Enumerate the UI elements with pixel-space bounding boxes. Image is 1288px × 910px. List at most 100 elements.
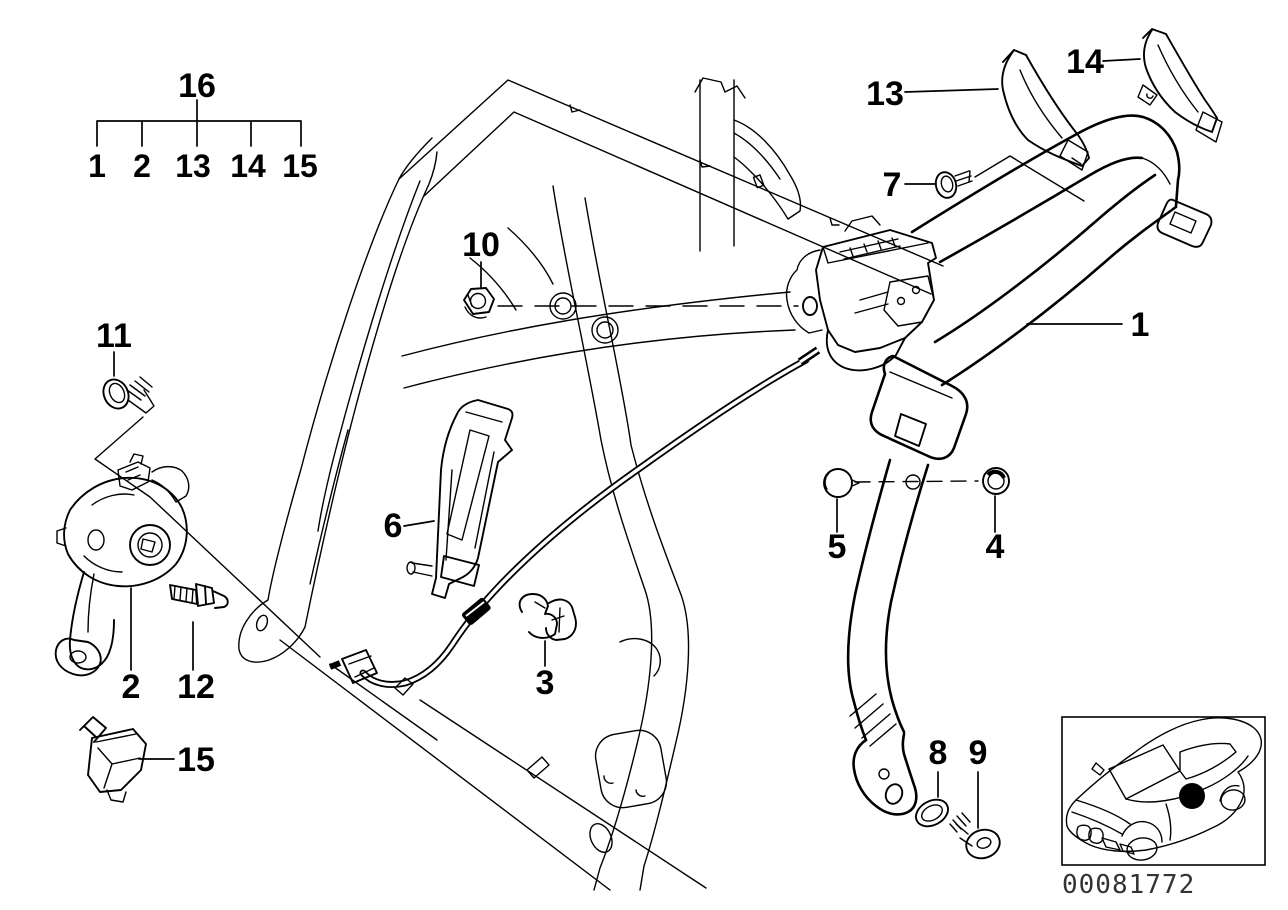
- belt-loop-end-slot: [1169, 211, 1197, 234]
- callout-16[interactable]: 16: [178, 67, 216, 105]
- screw7-threads: [954, 170, 973, 187]
- callout-6[interactable]: 6: [384, 507, 403, 545]
- callout-8[interactable]: 8: [929, 734, 948, 772]
- car-kidney-grille: [1076, 824, 1104, 844]
- panel-hook: [619, 637, 661, 677]
- tensioner-lower-arm: [68, 571, 115, 671]
- callout-12[interactable]: 12: [177, 668, 215, 706]
- legend-item-15[interactable]: 15: [282, 148, 318, 184]
- cable-end-connector: [341, 649, 378, 684]
- bolt9-shank: [955, 823, 973, 847]
- car-door-line: [1165, 803, 1172, 841]
- cable-ferrule-line: [465, 601, 485, 617]
- car-outline-icon: [1065, 717, 1263, 861]
- cover13-inner-curve: [1019, 69, 1063, 139]
- car-hood-line2: [1071, 811, 1123, 835]
- legend-item-14[interactable]: 14: [230, 148, 266, 184]
- retractor-mech-line1: [854, 291, 889, 314]
- roof-rail-notch3: [829, 217, 840, 226]
- cover14-top-tab: [1142, 28, 1167, 39]
- part15-hook: [106, 789, 127, 803]
- pretensioner-2-drawing: [54, 453, 190, 677]
- callout-3[interactable]: 3: [536, 664, 555, 702]
- callout-14[interactable]: 14: [1066, 43, 1104, 81]
- bolt12-hex: [195, 583, 215, 607]
- sheetmetal-curve1: [507, 227, 554, 285]
- callout-7[interactable]: 7: [883, 166, 902, 204]
- tensioner-body: [63, 476, 188, 588]
- nut-4-drawing: [982, 467, 1010, 495]
- tensioner-port-inner: [137, 532, 163, 558]
- cable-end-connector-line: [348, 655, 375, 678]
- hanging-belt-right-edge: [940, 205, 1178, 387]
- tensioner-clamp: [54, 637, 102, 677]
- callout-13[interactable]: 13: [866, 75, 904, 113]
- roof-rail-notch1: [569, 104, 581, 113]
- clip3-detail: [534, 601, 565, 633]
- beltline-line2: [403, 329, 796, 389]
- legend-item-1[interactable]: 1: [88, 148, 106, 184]
- screw7-head-inner: [940, 175, 954, 193]
- bracket6-slot: [446, 429, 490, 541]
- part15-body: [87, 728, 147, 793]
- cover14-left-edge: [1143, 29, 1176, 113]
- callout-11[interactable]: 11: [96, 317, 132, 355]
- car-rear-wheel: [1220, 789, 1246, 811]
- callout-labels: 16 1 2 13 14 15 1 2 3 4 5 6 7 8 9 10 11 …: [88, 43, 1149, 779]
- cover13-foot: [1059, 139, 1089, 171]
- belt-loop-end-cap: [1156, 198, 1213, 248]
- car-front-wheel-arch: [1121, 820, 1163, 843]
- callout-1[interactable]: 1: [1131, 306, 1150, 344]
- cable-core: [361, 358, 808, 687]
- nut10-flange: [464, 294, 487, 319]
- screw7-head-outer: [934, 171, 958, 199]
- retractor-spool-plate: [883, 275, 935, 327]
- tensioner-tab-left: [56, 527, 67, 547]
- bolt12-threads: [173, 585, 194, 604]
- callout-15[interactable]: 15: [177, 741, 215, 779]
- car-hood-line1: [1075, 799, 1131, 825]
- bracket6-stud: [411, 562, 433, 577]
- cover14-clip: [1137, 84, 1158, 106]
- pillar-hook-bracket: [733, 119, 802, 220]
- retractor-body: [815, 229, 937, 353]
- cover14-foot: [1195, 111, 1223, 143]
- legend-item-13[interactable]: 13: [175, 148, 211, 184]
- shoulder-belt-upper-edge: [910, 114, 1181, 234]
- callout-2[interactable]: 2: [122, 668, 141, 706]
- sill-line3: [419, 699, 707, 889]
- body-hole-inner2: [596, 321, 614, 339]
- nut10-bore: [469, 292, 487, 310]
- car-silhouette: [1065, 717, 1263, 853]
- screw11-head-outer: [102, 378, 130, 410]
- bracket6-outline: [431, 399, 514, 599]
- screw-11-drawing: [94, 376, 321, 658]
- sill-line1: [279, 639, 611, 891]
- cap5-inner: [824, 472, 830, 490]
- callout-9[interactable]: 9: [969, 734, 988, 772]
- body-hole-outer2: [591, 316, 619, 344]
- pillar-top-edge: [694, 77, 746, 99]
- retractor-boot: [825, 329, 906, 372]
- screw11-threads: [126, 376, 155, 414]
- callout-5[interactable]: 5: [828, 528, 847, 566]
- retractor-cable-exit-core: [799, 348, 819, 364]
- beltline-line1: [401, 291, 791, 357]
- retractor-bracket: [785, 249, 823, 334]
- seat-frame-inner-edge: [317, 180, 421, 532]
- callout-4[interactable]: 4: [986, 528, 1005, 566]
- belt-anchor-plate: [852, 732, 918, 816]
- body-frame-drawing: [238, 77, 944, 891]
- legend-item-2[interactable]: 2: [133, 148, 151, 184]
- trim-cover-13-drawing: [1001, 49, 1090, 171]
- callout-10[interactable]: 10: [462, 226, 500, 264]
- seat-frame-inner-edge2: [309, 429, 349, 585]
- tensioner-top-bracket: [117, 453, 151, 491]
- tongue-plate-outline: [869, 354, 969, 461]
- sill-line2: [329, 663, 438, 741]
- car-side-glass: [1179, 742, 1237, 780]
- bolt9-threads: [949, 812, 971, 833]
- tensioner-boss: [87, 529, 105, 551]
- belt-anchor-eyelet: [884, 783, 904, 805]
- location-marker-dot: [1179, 783, 1205, 809]
